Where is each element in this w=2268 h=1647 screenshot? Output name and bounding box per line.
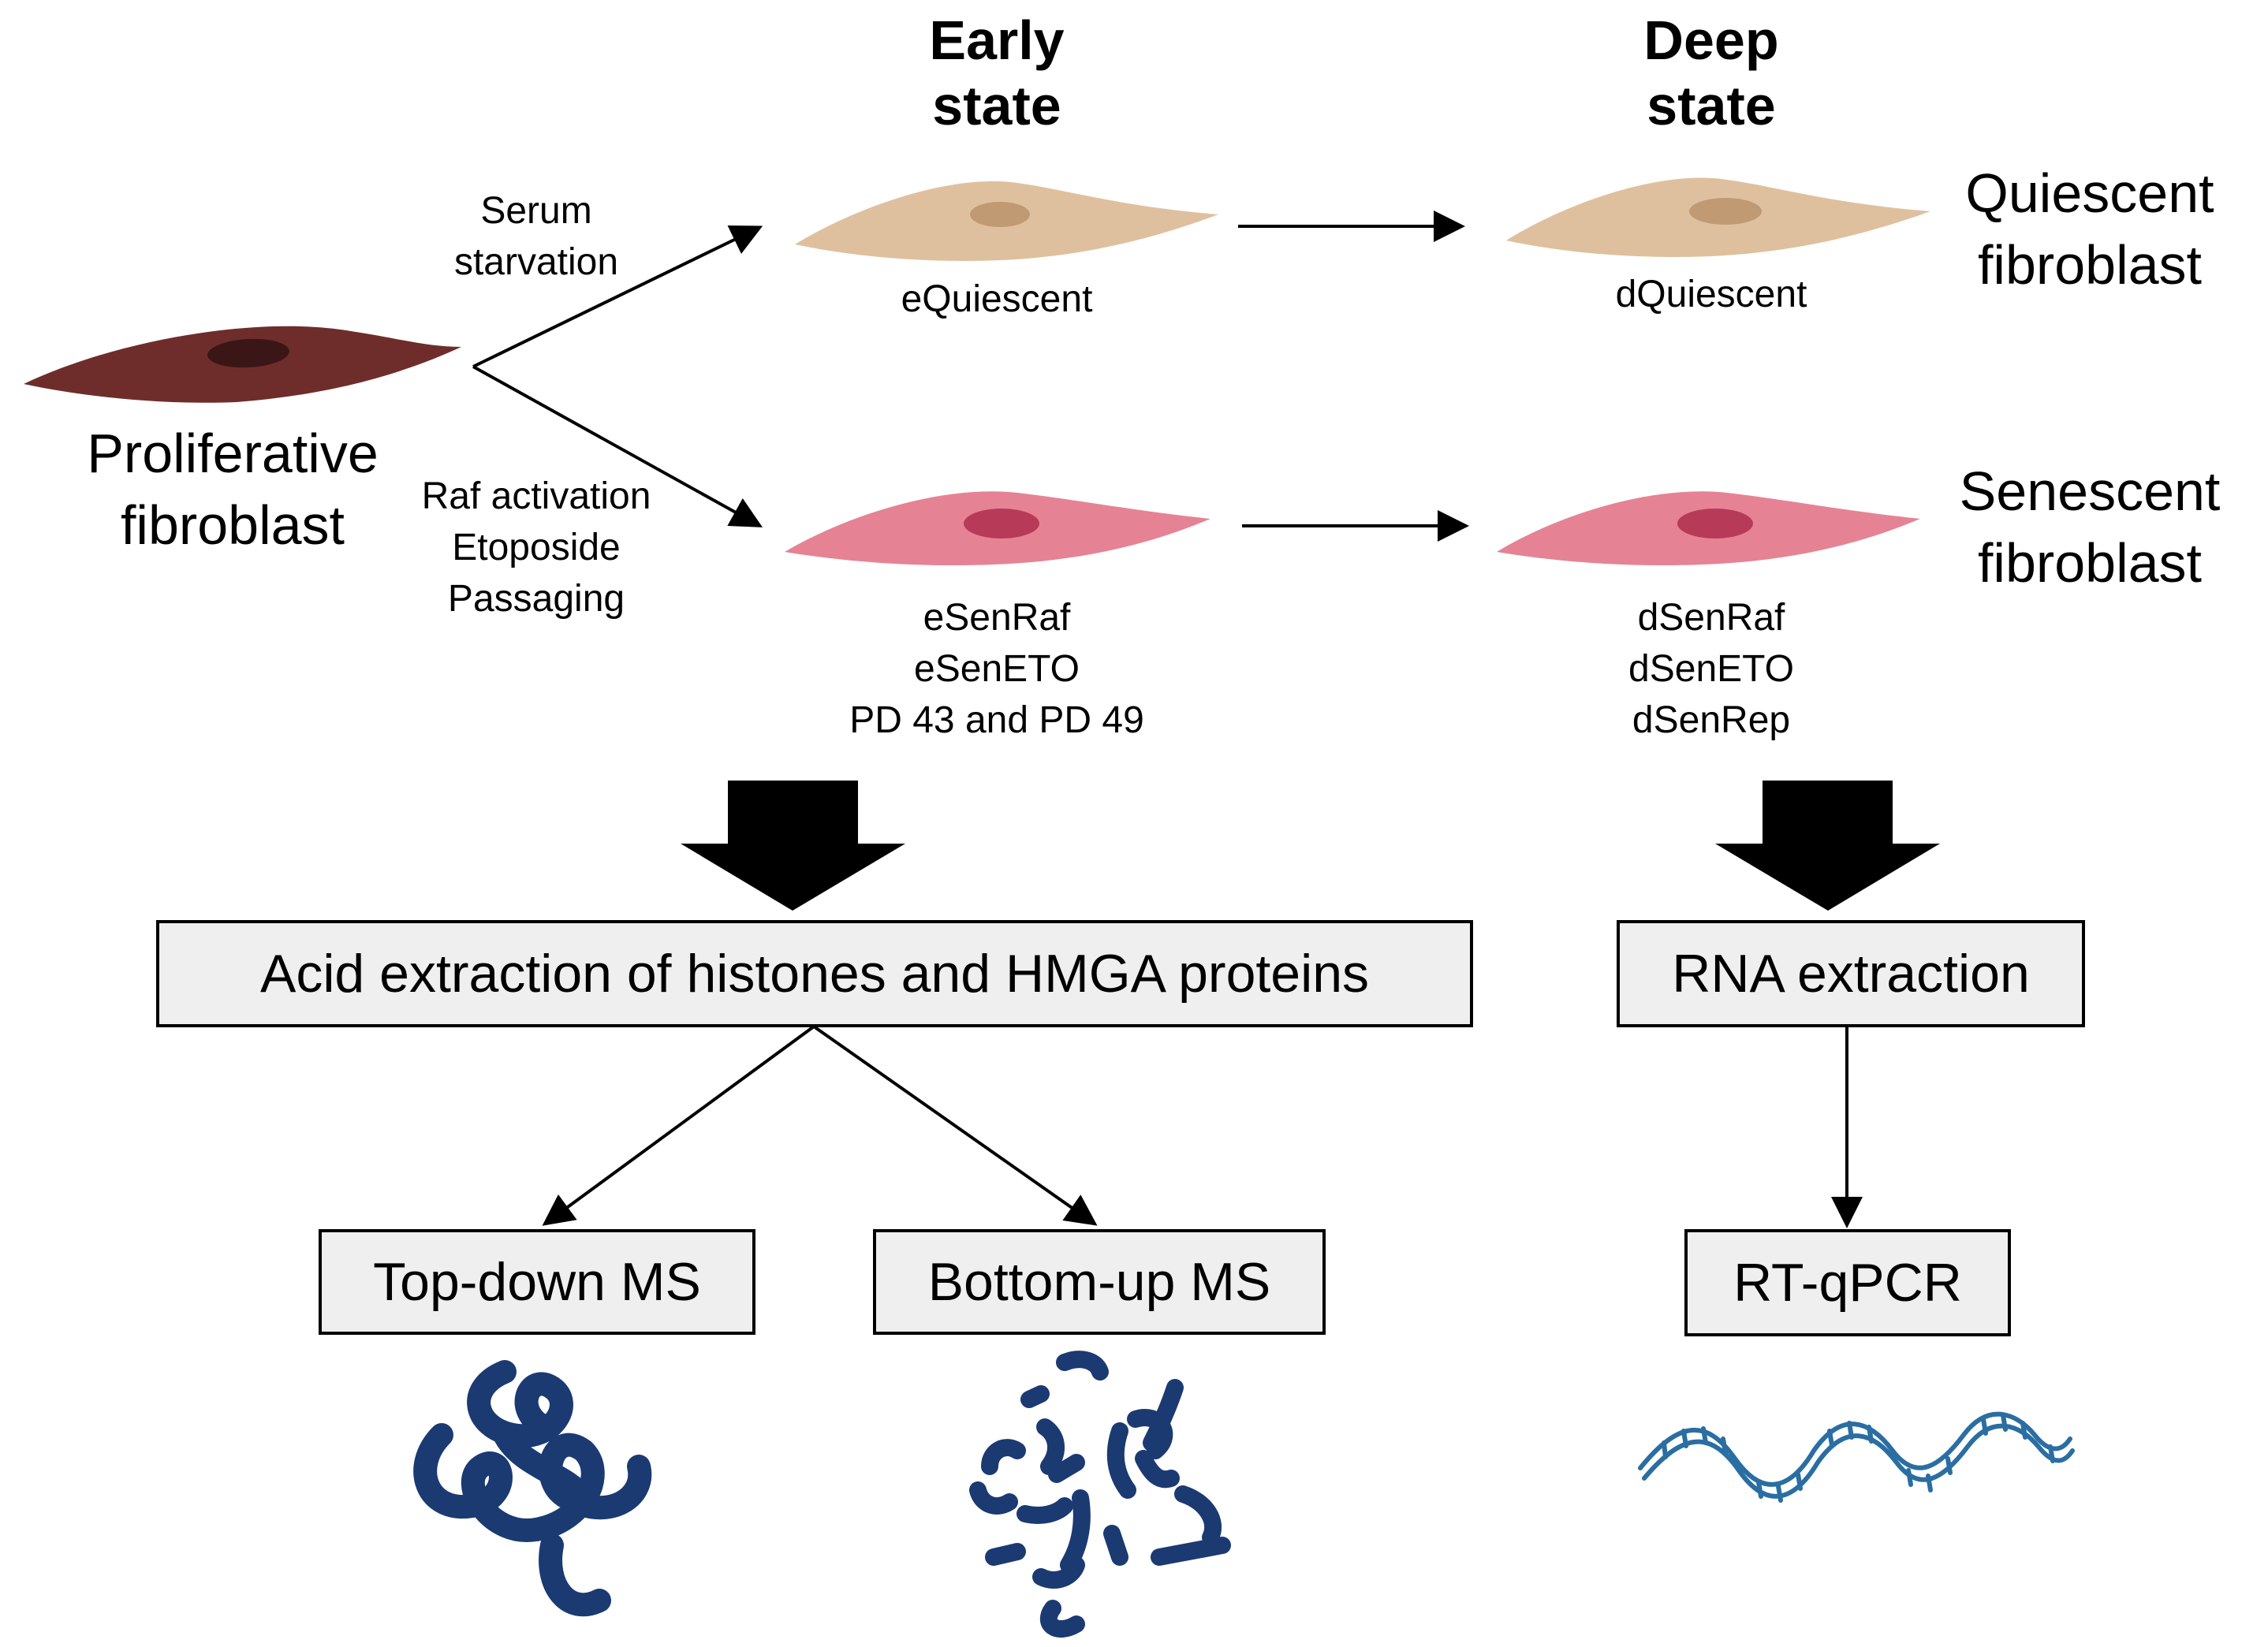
proliferative-label: Proliferative fibroblast bbox=[32, 418, 434, 561]
deep-header-line1: Deep bbox=[1643, 9, 1779, 71]
rtqpcr-label: RT-qPCR bbox=[1733, 1253, 1962, 1313]
eseneto-label: eSenETO bbox=[914, 647, 1080, 690]
equiescent-label: eQuiescent bbox=[901, 278, 1093, 320]
branch-top-line2: starvation bbox=[453, 240, 619, 283]
early-header-line1: Early bbox=[929, 9, 1065, 71]
dsenrep-label: dSenRep bbox=[1632, 699, 1791, 741]
peptide-fragments-icon bbox=[969, 1351, 1231, 1638]
topdown-ms-label: Top-down MS bbox=[373, 1252, 701, 1312]
dquiescent-label: dQuiescent bbox=[1615, 274, 1807, 315]
acid-extraction-box: Acid extraction of histones and HMGA pro… bbox=[156, 920, 1473, 1027]
quiescent-fibroblast-label: Quiescent fibroblast bbox=[1924, 158, 2255, 301]
protein-intact-icon bbox=[413, 1360, 652, 1617]
pd-label: PD 43 and PD 49 bbox=[849, 699, 1144, 741]
arrow-to-senescent bbox=[472, 365, 763, 527]
rna-extraction-box: RNA extraction bbox=[1617, 920, 2085, 1027]
senescent-line2: fibroblast bbox=[1977, 532, 2203, 594]
early-senescent-labels: eSenRaf eSenETO PD 43 and PD 49 bbox=[800, 593, 1194, 746]
esenraf-label: eSenRaf bbox=[923, 597, 1071, 639]
early-header-line2: state bbox=[932, 74, 1061, 136]
senescent-line1: Senescent bbox=[1959, 460, 2221, 522]
senescence-inducers-label: Raf activation Etoposide Passaging bbox=[379, 471, 694, 624]
quiescent-line2: fibroblast bbox=[1977, 234, 2203, 296]
branch-bottom-line3: Passaging bbox=[447, 577, 625, 620]
big-down-arrow-deep bbox=[1715, 781, 1940, 911]
proliferative-line2: fibroblast bbox=[120, 494, 345, 556]
big-down-arrow-early bbox=[681, 781, 905, 911]
early-senescent-cell bbox=[785, 491, 1210, 566]
dsenraf-label: dSenRaf bbox=[1637, 597, 1785, 639]
acid-extraction-label: Acid extraction of histones and HMGA pro… bbox=[259, 944, 1370, 1004]
rna-strand-icon bbox=[1638, 1411, 2075, 1503]
arrow-to-bottomup bbox=[812, 1025, 1098, 1226]
bottomup-ms-box: Bottom-up MS bbox=[873, 1229, 1326, 1335]
rna-extraction-label: RNA extraction bbox=[1672, 944, 2030, 1004]
dseneto-label: dSenETO bbox=[1628, 647, 1794, 690]
deep-state-header: Deep state bbox=[1554, 8, 1869, 138]
equiescent-cell bbox=[795, 181, 1218, 261]
proliferative-cell bbox=[24, 326, 461, 403]
bottomup-ms-label: Bottom-up MS bbox=[927, 1252, 1271, 1312]
branch-top-line1: Serum bbox=[480, 190, 592, 232]
quiescent-line1: Quiescent bbox=[1965, 162, 2214, 224]
dquiescent-cell bbox=[1506, 177, 1930, 257]
branch-bottom-line2: Etoposide bbox=[452, 526, 621, 568]
deep-senescent-cell bbox=[1497, 491, 1920, 566]
senescent-fibroblast-label: Senescent fibroblast bbox=[1924, 456, 2255, 599]
deep-senescent-labels: dSenRaf dSenETO dSenRep bbox=[1554, 593, 1869, 746]
proliferative-line1: Proliferative bbox=[87, 423, 379, 484]
arrow-to-quiescent bbox=[472, 225, 763, 368]
early-state-header: Early state bbox=[839, 8, 1155, 138]
serum-starvation-label: Serum starvation bbox=[386, 186, 686, 289]
topdown-ms-box: Top-down MS bbox=[319, 1229, 755, 1335]
arrow-to-topdown bbox=[542, 1025, 815, 1226]
rtqpcr-box: RT-qPCR bbox=[1684, 1229, 2011, 1336]
branch-bottom-line1: Raf activation bbox=[421, 475, 651, 517]
deep-header-line2: state bbox=[1647, 74, 1776, 136]
